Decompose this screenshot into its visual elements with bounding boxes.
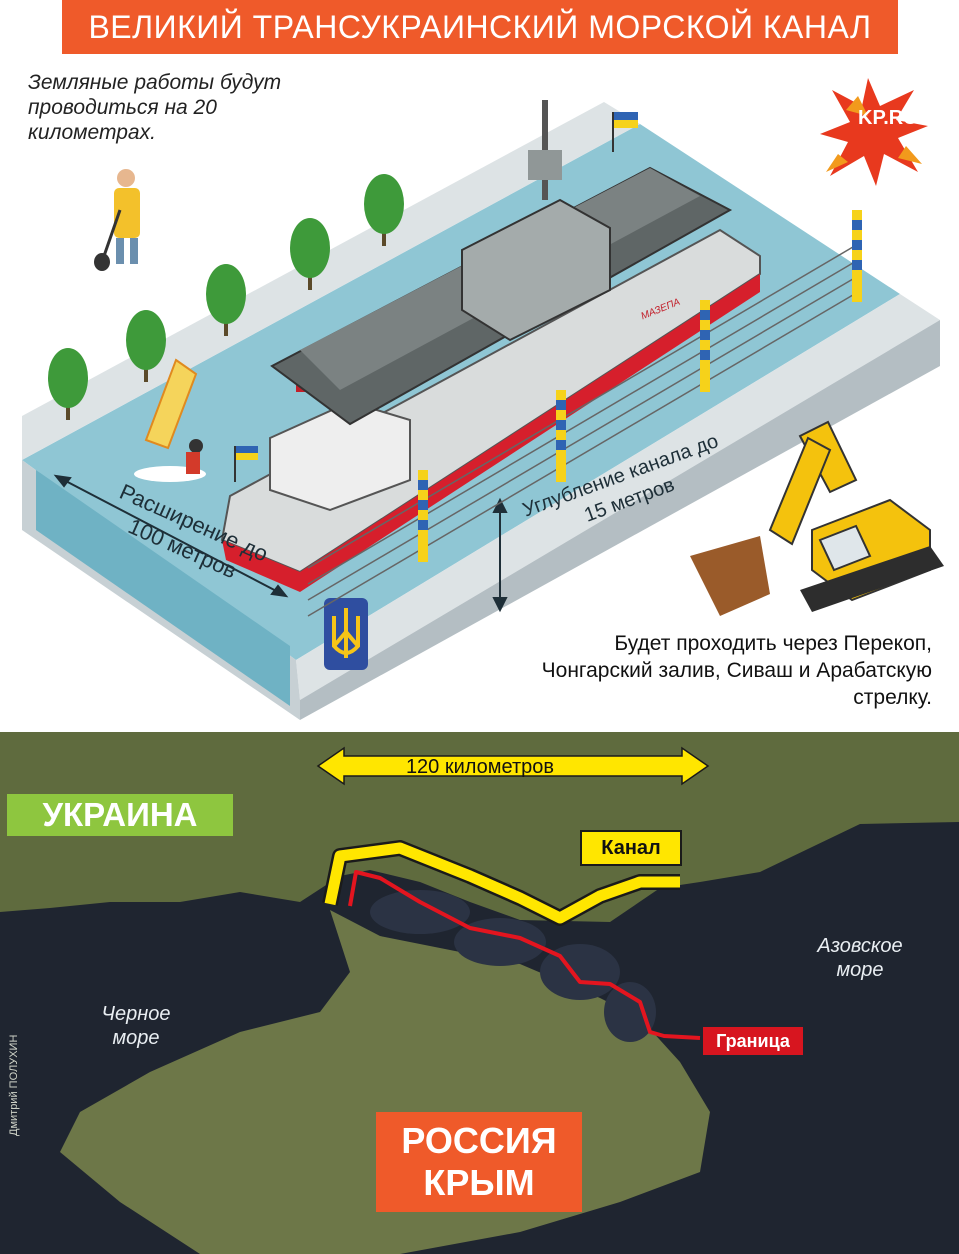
border-label: Граница: [703, 1027, 803, 1055]
worker-with-shovel-icon: [94, 169, 140, 271]
azov-sea-label: Азовское море: [817, 935, 903, 981]
page-title: ВЕЛИКИЙ ТРАНСУКРАИНСКИЙ МОРСКОЙ КАНАЛ: [62, 0, 898, 54]
windsurfer-icon: [134, 358, 206, 482]
author-credit: Дмитрий ПОЛУХИН: [8, 1034, 20, 1136]
block-side-face: [300, 320, 940, 720]
canal-route-line-fill: [324, 842, 680, 924]
canal-label: Канал: [580, 830, 682, 866]
barbed-wire-fence-icon: [307, 243, 859, 617]
right-bank: [296, 294, 940, 700]
russia-label: РОССИЯ: [401, 1120, 557, 1161]
canal-illustration: [22, 100, 944, 720]
excavator-icon: [690, 420, 944, 616]
tanker-ship-icon: [220, 228, 761, 592]
warship-icon: [270, 100, 733, 426]
mainland: [0, 732, 959, 922]
border-line: [348, 870, 701, 1040]
kp-logo-icon: [820, 78, 928, 186]
earthworks-note: Земляные работы будут проводиться на 20 …: [28, 71, 282, 144]
crimea-label: КРЫМ: [423, 1162, 535, 1203]
depth-arrow-icon: [492, 497, 508, 613]
ukraine-flag-icon: [234, 112, 638, 482]
tree-icon: [48, 174, 404, 420]
black-sea-label: Черное море: [101, 1003, 171, 1049]
border-post-icon: [418, 210, 862, 562]
russia-crimea-label: РОССИЯ КРЫМ: [376, 1112, 582, 1212]
route-note: Будет проходить через Перекоп, Чонгарски…: [541, 632, 932, 709]
ukraine-label: УКРАИНА: [7, 794, 233, 836]
double-arrow-icon: [316, 746, 710, 786]
width-arrow-icon: [53, 474, 289, 598]
kp-logo-text: KP.RU: [858, 107, 918, 129]
ukraine-trident-icon: [324, 598, 368, 670]
water-cross-section: [36, 470, 290, 706]
distance-label: 120 километров: [405, 756, 555, 778]
